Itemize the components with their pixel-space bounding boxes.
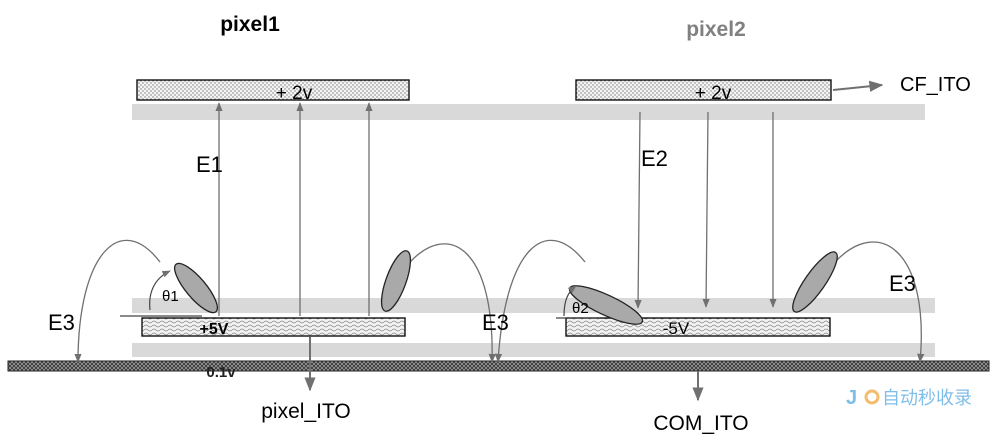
pixel2-title: pixel2 [686, 18, 746, 41]
fringe-field-curves [74, 239, 925, 363]
pixel1-lc-molecule-left [174, 262, 218, 314]
pixel2-electrode-voltage: -5V [663, 319, 690, 338]
pixel1-electrode [141, 317, 406, 337]
fringe-curve-mid-left [409, 243, 496, 363]
pixel2-cf-voltage: + 2v [695, 83, 732, 104]
fringe-label-left: E3 [48, 310, 75, 335]
cf-ito-pointer [832, 80, 884, 92]
fringe-curve-mid-right [494, 239, 586, 363]
pixel1-cf-voltage: + 2v [276, 83, 313, 104]
pixel1-lc-molecule-right [380, 250, 412, 312]
watermark-logo-mark: J [846, 387, 857, 409]
cf-ito-label: CF_ITO [900, 74, 971, 96]
pixel-alignment-layer [132, 298, 935, 313]
pixel2-cf-electrode [575, 79, 832, 101]
pixel2-field-lines [634, 111, 777, 309]
pixel2-field-label: E2 [641, 146, 668, 171]
pixel-ito-label: pixel_ITO [261, 400, 351, 423]
pixel2-lc-molecule-right [792, 251, 838, 313]
pixel1-title: pixel1 [220, 13, 280, 36]
fringe-curve-left [74, 239, 161, 363]
pixel1-angle-label: θ1 [162, 288, 179, 305]
bottom-insulator-layer [132, 343, 935, 357]
fringe-label-center: E3 [482, 310, 509, 335]
pixel1-field-label: E1 [196, 152, 223, 177]
pixel1-angle-mark [120, 270, 202, 317]
common-electrode-bar [7, 360, 990, 372]
pixel1-electrode-voltage: +5V [200, 321, 229, 338]
common-voltage-label: 0.1v [206, 364, 236, 381]
fringe-label-right: E3 [889, 271, 916, 296]
com-ito-label: COM_ITO [653, 412, 748, 435]
pixel1-cf-electrode [136, 79, 410, 101]
pixel2-electrode [565, 317, 831, 337]
pixel2-angle-label: θ2 [572, 300, 589, 317]
fringe-curve-right [834, 241, 925, 363]
watermark-logo-dot [864, 389, 880, 405]
pixel1-field-lines [215, 102, 373, 316]
pixel2-angle-mark [556, 285, 600, 319]
pixel2-field-line [634, 111, 642, 309]
pixel2-field-line [702, 111, 710, 308]
top-glass-layer [132, 104, 925, 120]
watermark: J 自动秒收录 [846, 387, 972, 409]
label-pointers [304, 80, 884, 402]
watermark-text: 自动秒收录 [882, 388, 972, 409]
